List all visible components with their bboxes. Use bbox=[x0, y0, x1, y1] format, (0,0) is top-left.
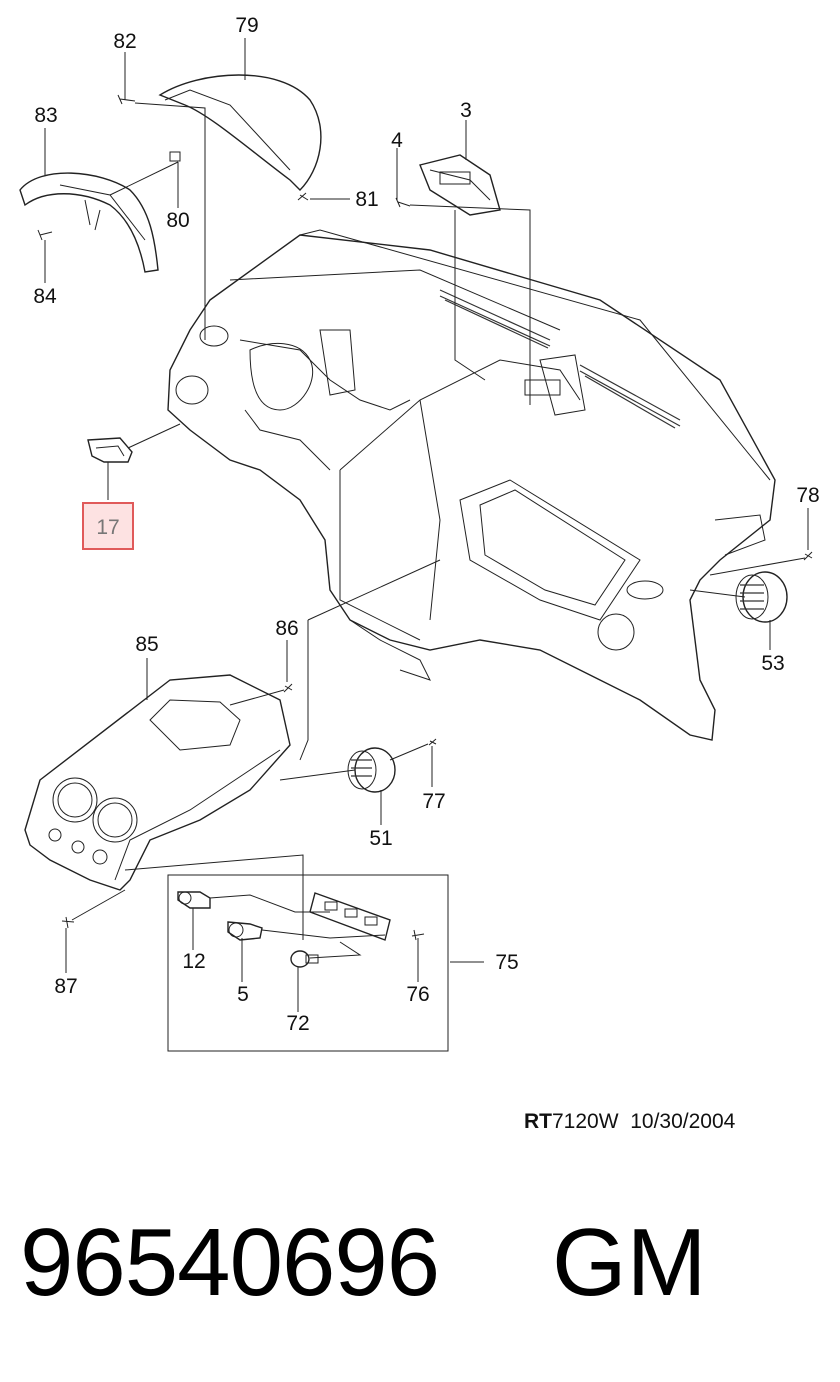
callout-12: 12 bbox=[182, 950, 205, 973]
callout-17: 17 bbox=[96, 516, 119, 539]
highlight-box-17 bbox=[82, 502, 134, 550]
brand-name: GM bbox=[552, 1209, 707, 1316]
callout-80: 80 bbox=[166, 209, 189, 232]
reference-code-suffix: 7120W bbox=[552, 1110, 619, 1133]
callout-4: 4 bbox=[391, 129, 403, 152]
callout-79: 79 bbox=[235, 14, 258, 37]
part-79-cluster-hood bbox=[158, 74, 322, 191]
callout-78: 78 bbox=[796, 484, 819, 507]
callout-86: 86 bbox=[275, 617, 298, 640]
callout-84: 84 bbox=[33, 285, 57, 308]
callout-5: 5 bbox=[237, 983, 249, 1006]
drawing-reference: RT7120W 10/30/2004 bbox=[524, 1110, 735, 1134]
reference-date: 10/30/2004 bbox=[630, 1110, 736, 1133]
callout-labels: 79 82 83 3 4 81 80 84 17 78 86 85 53 77 … bbox=[33, 14, 819, 1035]
instrument-panel bbox=[167, 229, 776, 741]
reference-code-prefix: RT bbox=[524, 1110, 552, 1133]
part-85-center-console bbox=[24, 674, 291, 891]
callout-75: 75 bbox=[495, 951, 518, 974]
callout-76: 76 bbox=[406, 983, 429, 1006]
part-83-trim-bezel bbox=[19, 172, 159, 273]
callout-3: 3 bbox=[460, 99, 472, 122]
part-3-switch-module bbox=[419, 154, 501, 216]
part-53-side-vent bbox=[735, 571, 788, 623]
callout-82: 82 bbox=[113, 30, 136, 53]
part-number: 96540696 bbox=[20, 1209, 440, 1316]
part-75-switch-assembly-box bbox=[167, 874, 449, 1052]
callout-83: 83 bbox=[34, 104, 57, 127]
callout-85: 85 bbox=[135, 633, 158, 656]
callout-51: 51 bbox=[369, 827, 392, 850]
fasteners bbox=[37, 94, 813, 941]
part-17-bracket bbox=[87, 437, 133, 463]
callout-87: 87 bbox=[54, 975, 77, 998]
callout-77: 77 bbox=[422, 790, 445, 813]
callout-72: 72 bbox=[286, 1012, 309, 1035]
part-51-vent bbox=[347, 747, 396, 793]
callout-81: 81 bbox=[355, 188, 378, 211]
callout-53: 53 bbox=[761, 652, 784, 675]
leader-lines bbox=[44, 38, 809, 1012]
